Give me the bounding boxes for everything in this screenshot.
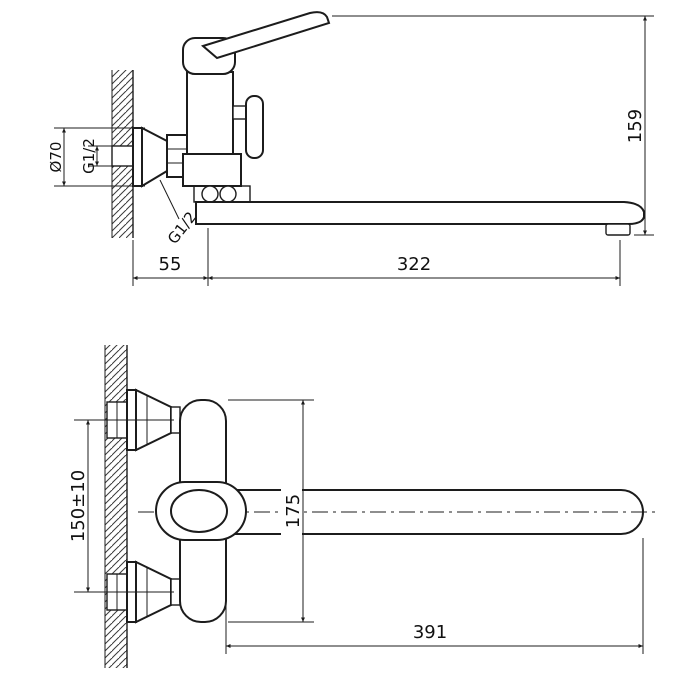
dim-inlet-spacing: 150±10 <box>68 419 174 593</box>
dim-body-span: 175 <box>228 399 314 623</box>
plan-view: 150±10 175 391 <box>68 345 658 668</box>
dim-label-body-span: 175 <box>283 494 304 528</box>
diverter-knob <box>245 95 264 159</box>
dim-overall-height: 159 <box>332 15 654 236</box>
escutcheon-rim-side <box>132 127 143 187</box>
dim-wall-offset: 55 <box>132 228 209 286</box>
dim-text-mask <box>281 483 302 539</box>
wall-hatch <box>105 345 127 668</box>
dim-label-wall-offset: 55 <box>159 254 182 275</box>
side-view: Ø70 G1/2 G1/2 55 322 <box>47 11 654 286</box>
dim-spout-reach: 322 <box>208 240 621 286</box>
aerator <box>605 223 631 236</box>
faucet-body-side <box>186 71 234 155</box>
escutcheon-cone-side <box>141 126 168 188</box>
faucet-plan <box>126 388 658 624</box>
dim-label-inlet-thread: G1/2 <box>80 138 98 174</box>
dim-escutcheon-diameter: Ø70 <box>47 127 145 187</box>
spout-side <box>195 201 645 225</box>
handle-lever <box>200 11 331 60</box>
cap-screw <box>201 185 219 203</box>
wall-section-side <box>111 70 134 238</box>
dim-label-spout-thread: G1/2 <box>164 208 200 247</box>
dim-label-overall-length: 391 <box>413 622 447 643</box>
dim-overall-length: 391 <box>225 538 644 654</box>
valve-housing <box>182 153 242 187</box>
supply-fitting-side <box>111 145 134 167</box>
dim-label-spout-reach: 322 <box>397 254 431 275</box>
dim-label-inlet-spacing: 150±10 <box>68 470 89 542</box>
wall-section-plan <box>104 345 128 668</box>
diverter-stem <box>232 105 248 120</box>
faucet-side <box>132 11 645 236</box>
cartridge-cap <box>170 489 228 533</box>
dim-label-escutcheon-diameter: Ø70 <box>47 142 65 173</box>
dim-label-overall-height: 159 <box>625 109 646 143</box>
cap-screw <box>219 185 237 203</box>
dim-inlet-thread: G1/2 <box>80 138 133 174</box>
